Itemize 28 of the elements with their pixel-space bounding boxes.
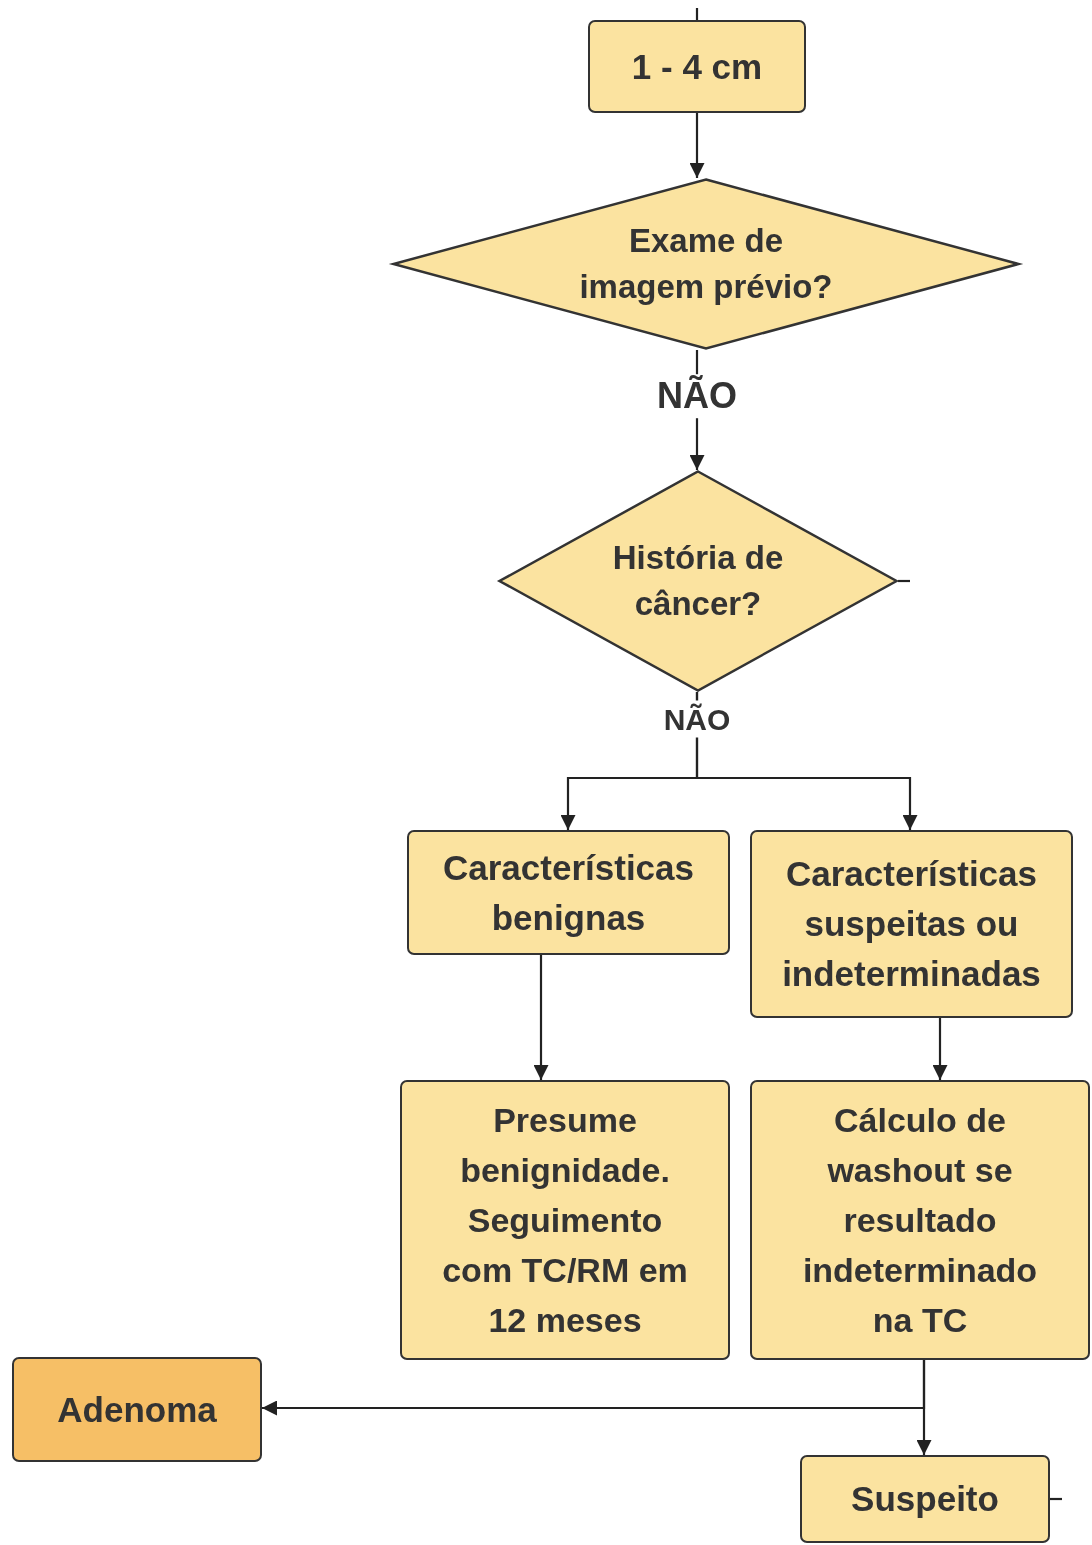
process-box: [588, 20, 806, 113]
node-text: Exame de imagem prévio?: [578, 221, 834, 307]
node-text: Suspeito: [850, 1478, 1000, 1520]
arrow: [689, 113, 705, 178]
arrow: [695, 692, 918, 830]
edge-label: NÃO: [663, 700, 731, 738]
edge-label: NÃO: [657, 374, 737, 418]
process-box: [750, 1080, 1090, 1360]
node-text: Características suspeitas ou indeterminadas: [781, 853, 1042, 995]
node-text: Presume benignidade. Seguimento com TC/RM em 12 meses: [441, 1100, 689, 1341]
arrow: [916, 1360, 932, 1455]
connector-line: [898, 579, 910, 583]
node-text: Características benignas: [442, 846, 695, 939]
result-box: [12, 1357, 262, 1462]
connector-line: [1050, 1497, 1062, 1501]
node-text: História de câncer?: [611, 538, 785, 624]
process-box: [407, 830, 730, 955]
connector-line: [695, 8, 699, 20]
arrow: [932, 1018, 948, 1080]
process-box: [400, 1080, 730, 1360]
arrow: [533, 955, 549, 1080]
decision-diamond: [392, 178, 1020, 350]
node-text: Cálculo de washout se resultado indeterminado na TC: [801, 1100, 1039, 1341]
process-box: [800, 1455, 1050, 1543]
node-text: 1 - 4 cm: [630, 45, 764, 88]
decision-diamond: [498, 470, 898, 692]
process-box: [750, 830, 1073, 1018]
node-text: Adenoma: [56, 1388, 218, 1431]
